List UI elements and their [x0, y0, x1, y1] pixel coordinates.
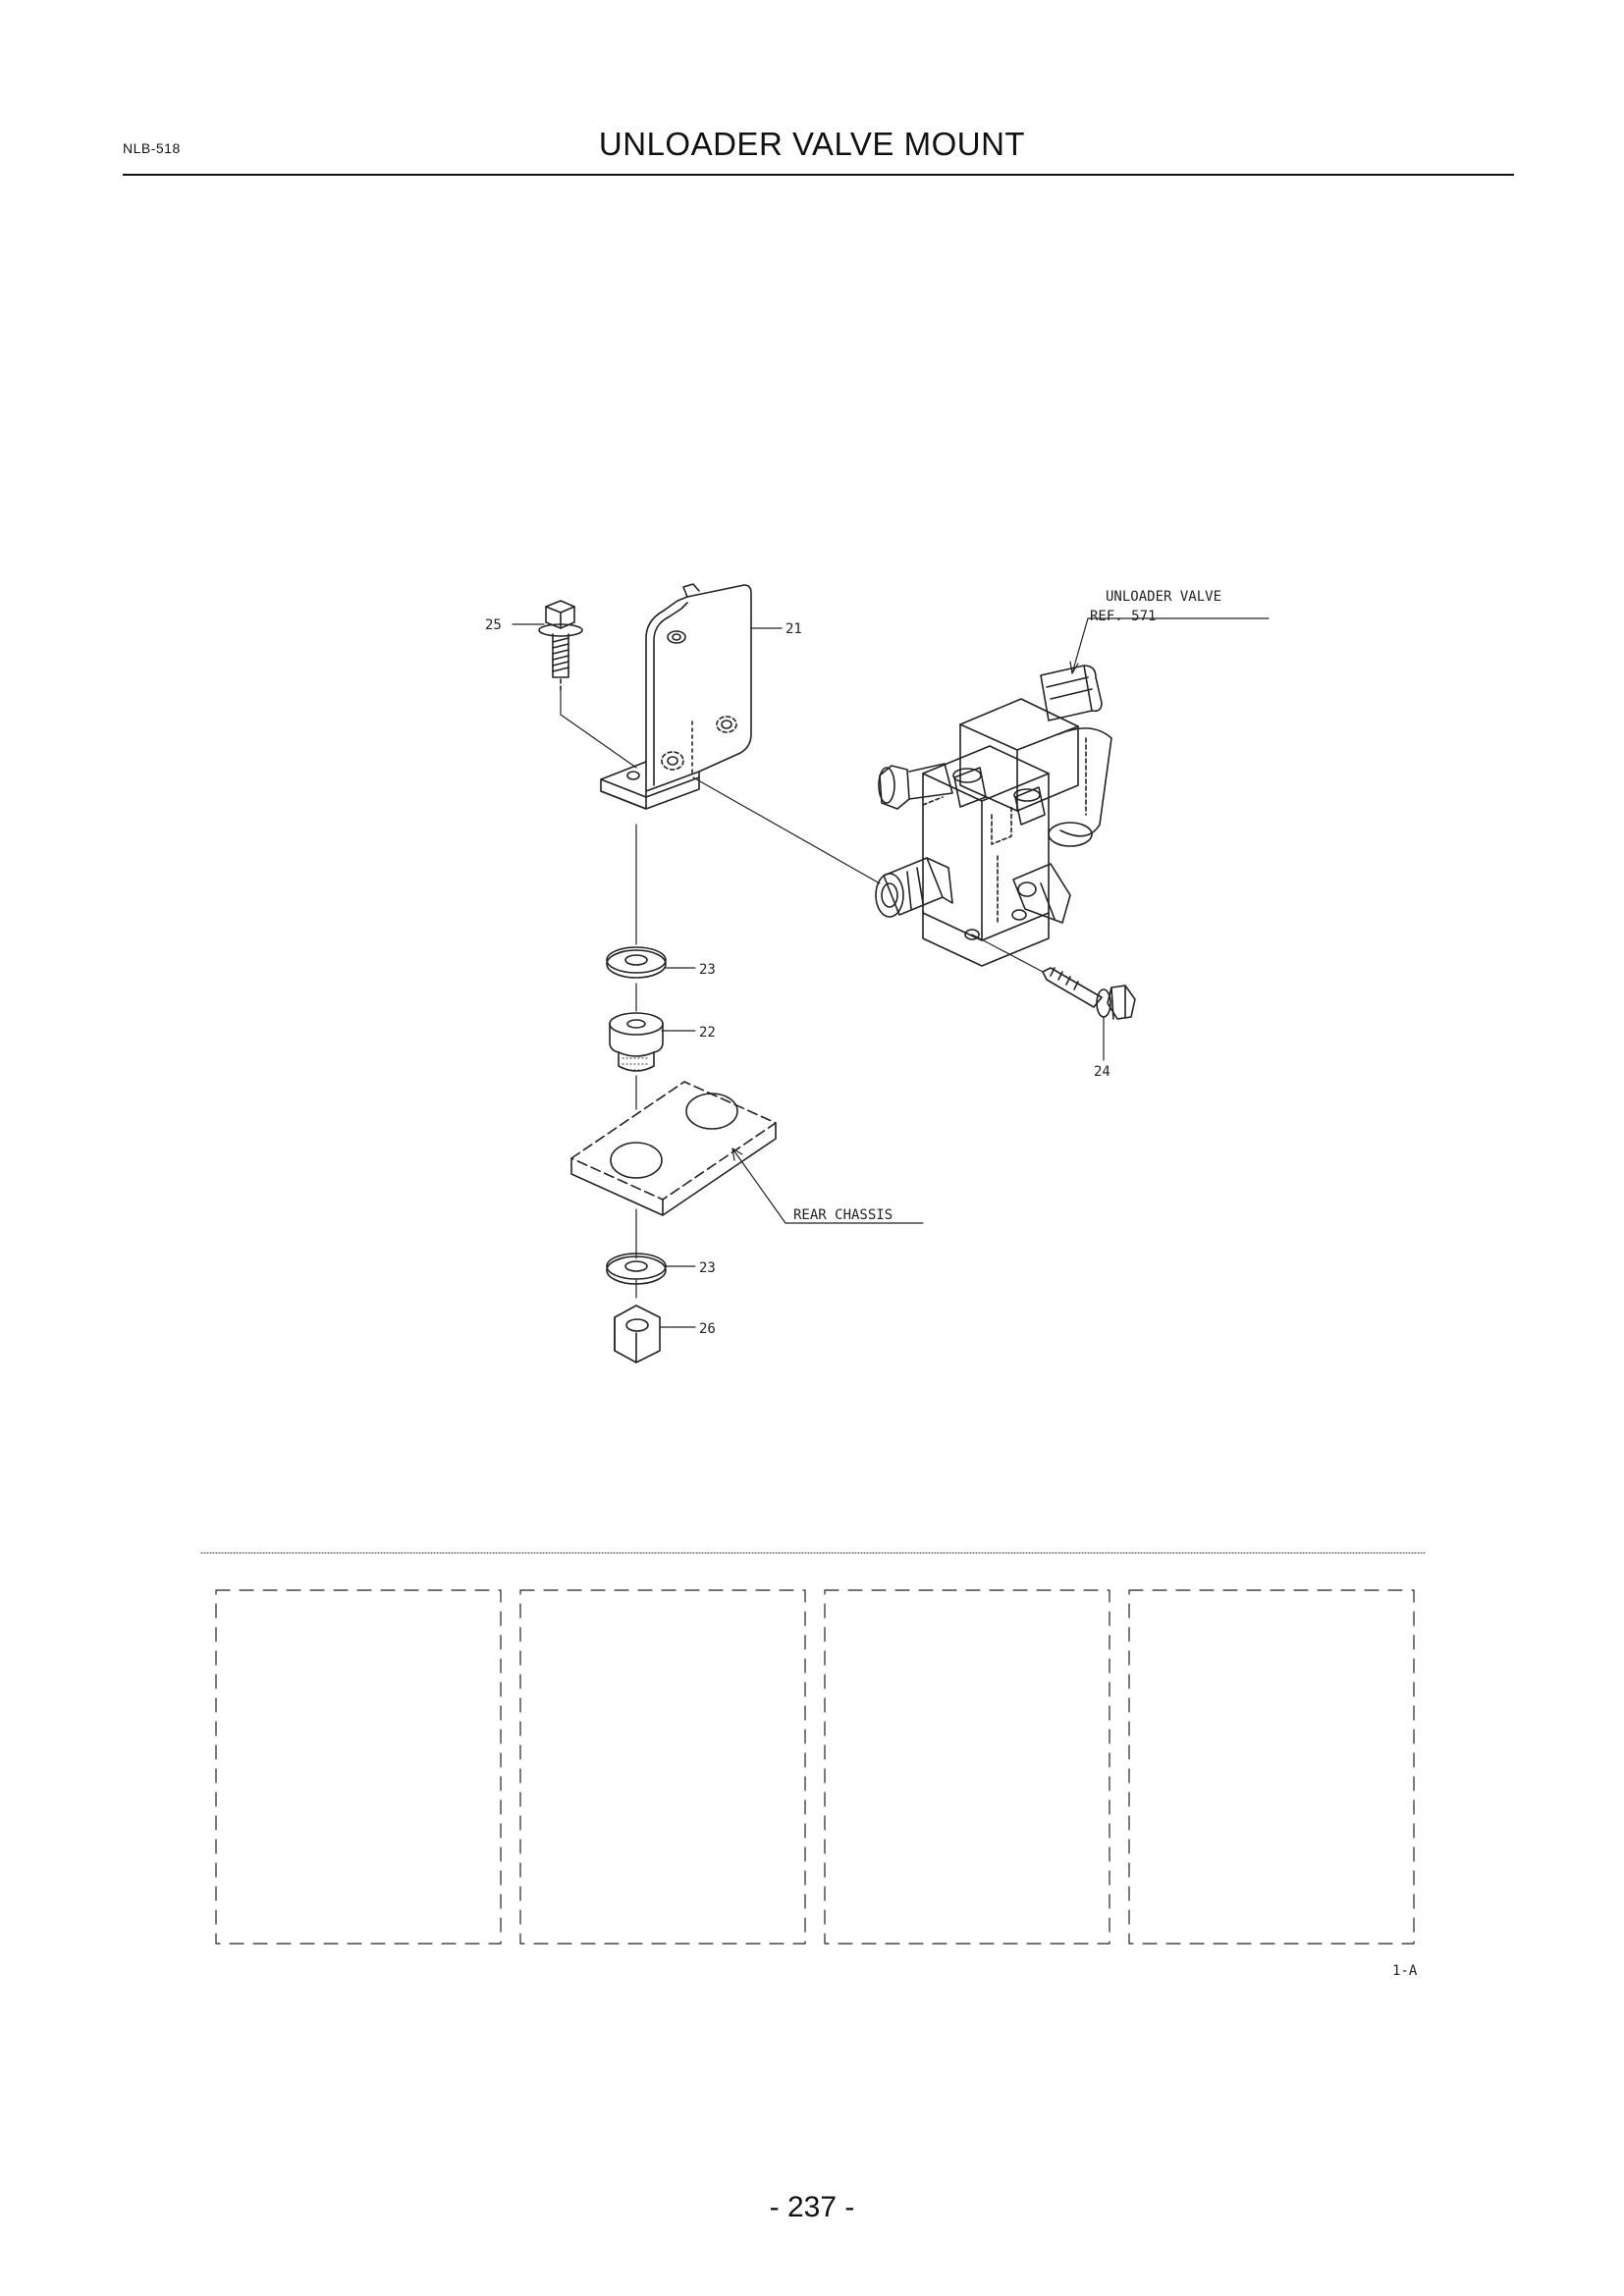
note-unloader-valve: UNLOADER VALVE [1106, 589, 1221, 605]
unloader-valve-assembly [875, 665, 1112, 967]
blank-panels [215, 1589, 1415, 1945]
page-title: UNLOADER VALVE MOUNT [598, 126, 1026, 162]
panel-ref-label: 1-A [1392, 1963, 1418, 1979]
note-rear-chassis: REAR CHASSIS [793, 1207, 893, 1223]
blank-panel-1 [215, 1589, 502, 1945]
title-rule [123, 174, 1514, 176]
part-23-washer-upper [606, 946, 667, 979]
part-22-grommet [609, 1012, 664, 1072]
blank-panel-4 [1128, 1589, 1415, 1945]
note-unloader-ref: REF. 571 [1090, 609, 1156, 624]
callout-23-lower: 23 [699, 1260, 716, 1276]
blank-panel-2 [519, 1589, 806, 1945]
part-21-mounting-bracket [600, 583, 752, 810]
callout-22: 22 [699, 1025, 716, 1041]
part-24-flange-bolt [971, 934, 1136, 1020]
callout-26: 26 [699, 1321, 716, 1337]
page-number: - 237 - [769, 2191, 855, 2223]
callout-24: 24 [1094, 1064, 1110, 1080]
blank-panel-3 [824, 1589, 1110, 1945]
callout-25: 25 [485, 617, 502, 633]
callout-21: 21 [785, 621, 802, 637]
callout-23-upper: 23 [699, 962, 716, 978]
part-25-flange-bolt [538, 600, 583, 692]
document-code: NLB-518 [123, 140, 181, 156]
leader-lines [512, 617, 1270, 1328]
rear-chassis-plate [570, 1081, 777, 1216]
part-26-hex-nut [614, 1305, 661, 1363]
